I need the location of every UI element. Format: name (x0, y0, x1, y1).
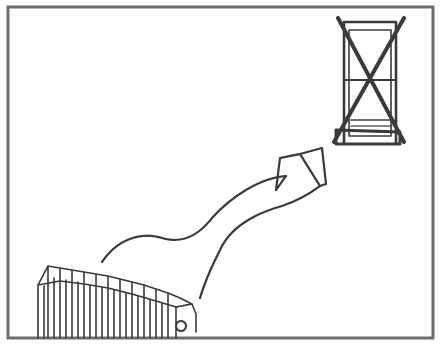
radiator-icon (37, 265, 197, 339)
frame-border (6, 5, 435, 340)
crossed-out-window-icon (332, 16, 406, 146)
heat-flow-arrow (100, 146, 328, 300)
